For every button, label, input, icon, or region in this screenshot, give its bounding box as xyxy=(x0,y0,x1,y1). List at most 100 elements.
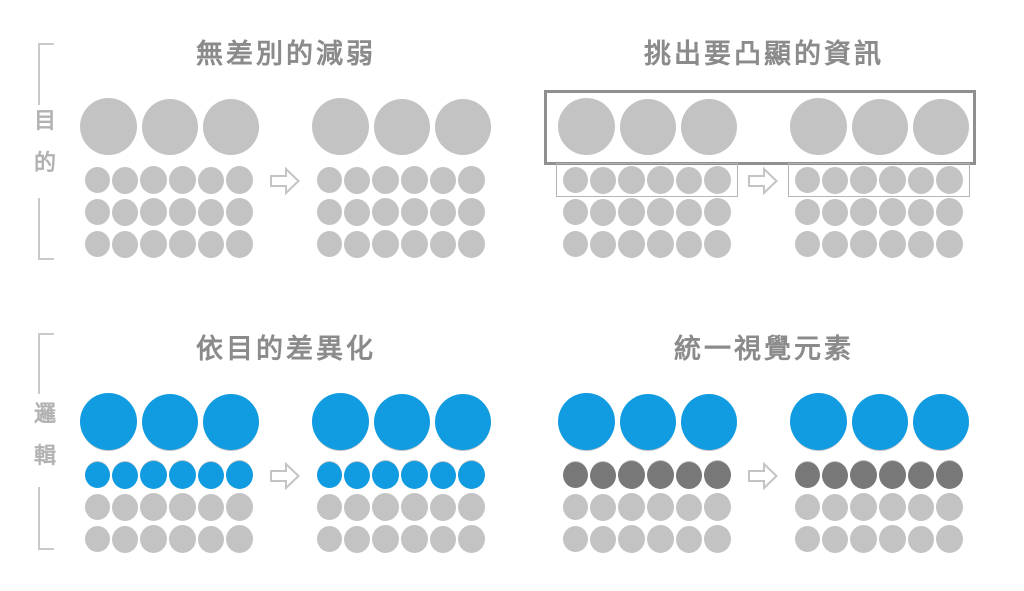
before-cluster xyxy=(79,393,259,557)
small-dot-row xyxy=(790,461,968,489)
light-gray-dot xyxy=(112,493,138,521)
light-gray-dot xyxy=(795,231,820,257)
blue-dot xyxy=(373,393,430,450)
dot-cluster xyxy=(557,98,737,258)
dark-gray-dot xyxy=(676,461,702,489)
rightwards-hollow-arrow-icon xyxy=(270,461,300,491)
light-gray-dot xyxy=(647,166,674,194)
light-gray-dot xyxy=(140,493,167,521)
big-dot-row xyxy=(557,393,737,450)
light-gray-dot xyxy=(311,98,369,155)
light-gray-dot xyxy=(936,525,963,553)
light-gray-dot xyxy=(789,98,847,155)
dot-cluster xyxy=(557,393,737,553)
light-gray-dot xyxy=(704,493,731,521)
rightwards-hollow-arrow-icon xyxy=(270,166,300,196)
light-gray-dot xyxy=(317,231,342,257)
light-gray-dot xyxy=(908,230,934,258)
big-dot-row xyxy=(311,393,491,450)
light-gray-dot xyxy=(879,525,906,553)
big-dot-row xyxy=(789,98,969,155)
before-cluster xyxy=(557,98,737,262)
light-gray-dot xyxy=(908,493,934,521)
quadrant-title: 依目的差異化 xyxy=(196,334,376,364)
light-gray-dot xyxy=(140,166,167,194)
blue-dot xyxy=(141,393,198,450)
light-gray-dot xyxy=(169,166,196,194)
light-gray-dot xyxy=(795,494,820,520)
big-dot-row xyxy=(789,393,969,450)
small-dot-row xyxy=(80,461,258,489)
big-dot-row xyxy=(557,98,737,155)
quadrant-title: 統一視覺元素 xyxy=(674,334,854,364)
light-gray-dot xyxy=(458,493,485,521)
light-gray-dot xyxy=(344,198,370,226)
small-dot-row xyxy=(80,230,258,258)
light-gray-dot xyxy=(317,494,342,520)
light-gray-dot xyxy=(112,525,138,553)
light-gray-dot xyxy=(795,526,820,552)
small-dot-row xyxy=(80,525,258,553)
light-gray-dot xyxy=(430,525,456,553)
light-gray-dot xyxy=(851,98,908,155)
blue-dot xyxy=(372,461,399,489)
dark-gray-dot xyxy=(822,461,848,489)
light-gray-dot xyxy=(169,525,196,553)
dark-gray-dot xyxy=(704,461,731,489)
light-gray-dot xyxy=(936,166,963,194)
light-gray-dot xyxy=(704,525,731,553)
light-gray-dot xyxy=(401,493,428,521)
blue-dot xyxy=(344,461,370,489)
rightwards-hollow-arrow-icon xyxy=(748,166,778,196)
blue-dot xyxy=(789,393,847,450)
small-dot-row xyxy=(558,461,736,489)
light-gray-dot xyxy=(85,199,110,225)
light-gray-dot xyxy=(563,526,588,552)
before-cluster xyxy=(79,98,259,262)
big-dot-row xyxy=(79,98,259,155)
light-gray-dot xyxy=(557,98,615,155)
after-cluster xyxy=(789,98,969,262)
light-gray-dot xyxy=(226,166,253,194)
side-label-logic-char-1: 邏 xyxy=(33,401,56,426)
light-gray-dot xyxy=(344,230,370,258)
light-gray-dot xyxy=(317,167,342,193)
small-dot-row xyxy=(558,166,736,194)
light-gray-dot xyxy=(647,525,674,553)
light-gray-dot xyxy=(590,198,616,226)
light-gray-dot xyxy=(226,525,253,553)
arrow-slot xyxy=(736,98,790,196)
light-gray-dot xyxy=(401,198,428,226)
light-gray-dot xyxy=(618,166,645,194)
light-gray-dot xyxy=(822,525,848,553)
small-dot-row xyxy=(312,166,490,194)
small-dot-row xyxy=(80,198,258,226)
light-gray-dot xyxy=(198,230,224,258)
light-gray-dot xyxy=(458,166,485,194)
light-gray-dot xyxy=(618,493,645,521)
light-gray-dot xyxy=(850,166,877,194)
light-gray-dot xyxy=(198,166,224,194)
light-gray-dot xyxy=(372,525,399,553)
light-gray-dot xyxy=(676,230,702,258)
light-gray-dot xyxy=(372,230,399,258)
light-gray-dot xyxy=(344,493,370,521)
light-gray-dot xyxy=(590,525,616,553)
light-gray-dot xyxy=(226,230,253,258)
big-dot-row xyxy=(79,393,259,450)
small-dot-row xyxy=(790,166,968,194)
arrow-slot xyxy=(258,98,312,196)
light-gray-dot xyxy=(434,98,491,155)
side-label-purpose-char-2: 的 xyxy=(33,150,56,175)
light-gray-dot xyxy=(676,493,702,521)
purpose-bracket-bottom xyxy=(38,198,54,260)
quadrant-title: 挑出要凸顯的資訊 xyxy=(644,39,884,69)
light-gray-dot xyxy=(563,231,588,257)
blue-dot xyxy=(912,393,969,450)
highlight-box-small-row-after xyxy=(788,163,970,197)
side-label-logic-char-2: 輯 xyxy=(33,443,56,468)
side-label-purpose-char-1: 目 xyxy=(33,108,56,133)
light-gray-dot xyxy=(401,525,428,553)
dark-gray-dot xyxy=(936,461,963,489)
